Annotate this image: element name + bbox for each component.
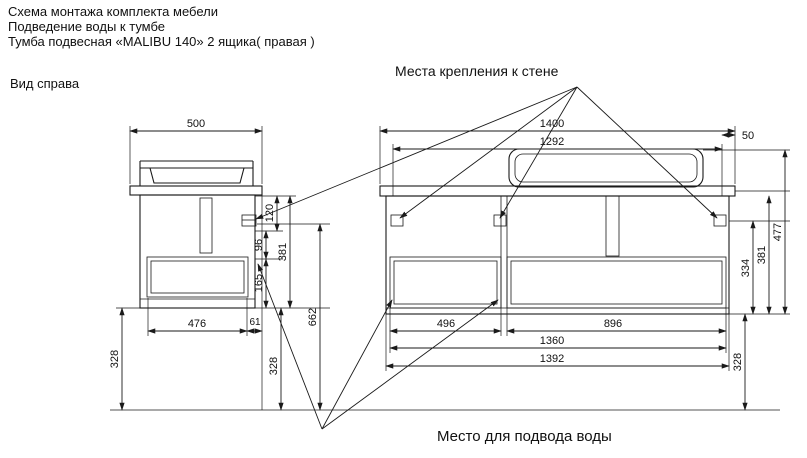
side-view: 500 476 61 120 96 165 381 662 328 328	[109, 118, 330, 411]
front-dim-477: 477	[772, 223, 784, 241]
water-supply-leaders	[257, 263, 499, 430]
wall-mount-leader-right	[576, 86, 718, 219]
side-sink-profile	[139, 160, 254, 186]
front-drawer-left-inner	[393, 260, 498, 305]
front-wall-bracket-center	[493, 214, 507, 227]
wall-mount-leader-left	[399, 86, 578, 219]
front-drawer-right-outer	[506, 256, 727, 309]
view-right-label: Вид справа	[10, 76, 80, 91]
side-dim-381: 381	[277, 243, 289, 261]
side-dim-328-left: 328	[109, 350, 121, 368]
wall-mount-leaders	[255, 86, 718, 220]
water-leader-center	[321, 299, 499, 430]
title-line-2: Подведение воды к тумбе	[8, 19, 165, 34]
title-line-3: Тумба подвесная «MALIBU 140» 2 ящика( пр…	[8, 34, 315, 49]
front-drawer-right-inner	[510, 260, 723, 305]
front-cabinet-body	[385, 195, 730, 315]
front-wall-bracket-left	[390, 214, 404, 227]
title-line-1: Схема монтажа комплекта мебели	[8, 4, 218, 19]
front-dim-334: 334	[740, 259, 752, 277]
side-dim-500: 500	[187, 118, 205, 130]
side-dim-96: 96	[253, 239, 265, 251]
front-sink-outer	[508, 148, 704, 188]
side-dim-662: 662	[307, 308, 319, 326]
side-drain-pipe	[199, 197, 213, 254]
side-drawer-outer	[146, 256, 249, 298]
water-supply-label: Место для подвода воды	[437, 428, 612, 445]
water-leader-side	[257, 263, 323, 430]
side-wall-bracket	[241, 214, 257, 227]
front-view: 1400 1292 50 496 896 1360 1392 334 381 4…	[379, 118, 790, 411]
side-countertop	[129, 185, 263, 196]
water-leader-left	[321, 299, 393, 430]
front-dim-896: 896	[604, 318, 622, 330]
front-dim-1392: 1392	[540, 353, 564, 365]
wall-mount-leader-side	[255, 86, 578, 220]
front-dim-496: 496	[437, 318, 455, 330]
front-drain-pipe	[605, 195, 620, 257]
front-divider-and-bottom	[386, 196, 729, 309]
front-dim-1360: 1360	[540, 335, 564, 347]
front-dim-1400: 1400	[540, 118, 564, 130]
front-dim-328-right: 328	[732, 353, 744, 371]
front-dim-1292: 1292	[540, 136, 564, 148]
side-dim-328-mid: 328	[268, 357, 280, 375]
front-wall-bracket-right	[713, 214, 727, 227]
front-dim-381: 381	[756, 246, 768, 264]
wall-mount-label: Места крепления к стене	[395, 63, 559, 79]
side-drawer-inner	[150, 260, 245, 294]
wall-mount-leader-center	[499, 86, 578, 219]
side-cabinet-body	[139, 194, 256, 309]
front-sink-inner	[514, 153, 698, 183]
front-dim-50: 50	[742, 130, 754, 142]
front-drawer-left-outer	[389, 256, 502, 309]
side-dim-476: 476	[188, 318, 206, 330]
side-dim-61: 61	[249, 317, 261, 328]
side-dim-165: 165	[253, 274, 265, 292]
